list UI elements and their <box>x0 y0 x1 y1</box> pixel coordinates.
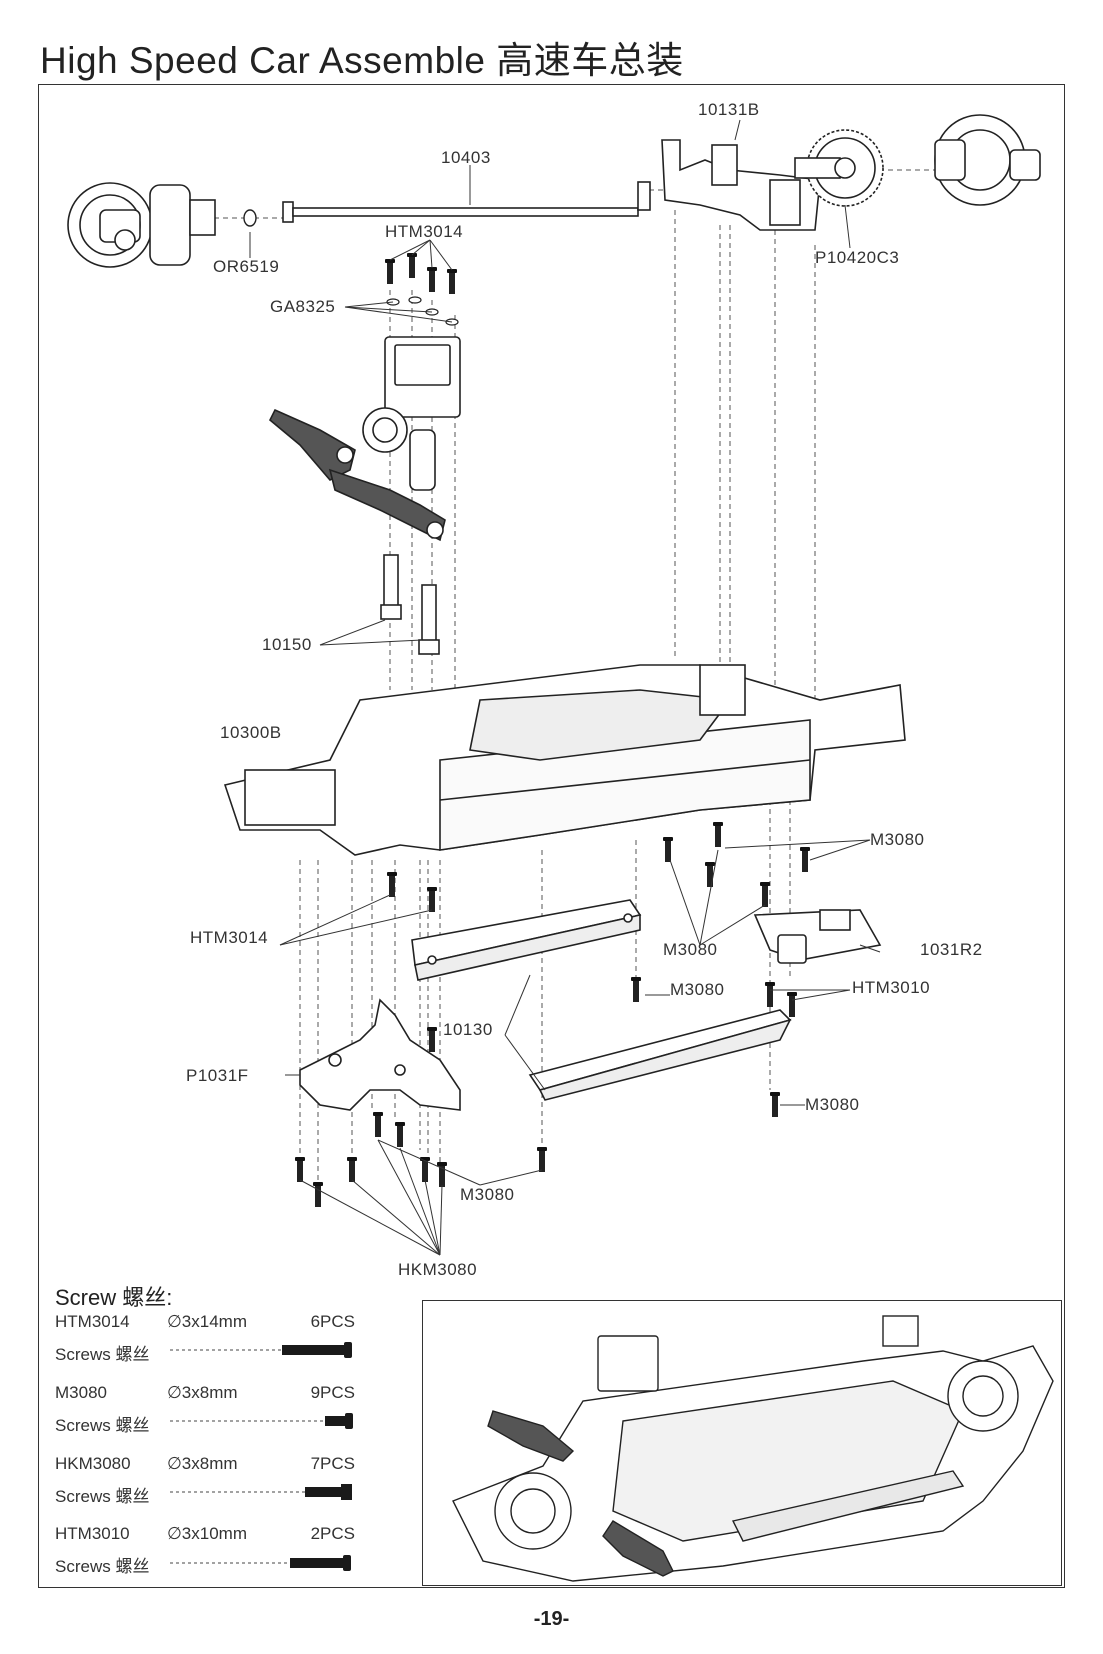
screw-size: ∅3x8mm <box>167 1383 238 1402</box>
diagram-frame <box>38 84 1065 1588</box>
screw-size: ∅3x10mm <box>167 1524 247 1543</box>
label-p1031f: P1031F <box>186 1066 249 1085</box>
screw-code: M3080 <box>55 1383 107 1402</box>
battery-strap-lower <box>528 1009 792 1101</box>
label-m3080-bottom-right: M3080 <box>805 1095 859 1114</box>
htm3014-top-screws <box>385 253 457 294</box>
label-m3080-center: M3080 <box>663 940 717 959</box>
label-leader-lines <box>249 119 881 1256</box>
screw-size: ∅3x8mm <box>167 1454 238 1473</box>
spur-gear <box>794 129 884 207</box>
screw-qty: 6PCS <box>310 1312 355 1331</box>
servo-steering-assembly <box>269 336 461 542</box>
rear-differential <box>67 182 216 268</box>
drive-shaft <box>282 181 651 223</box>
label-m3080-bottom: M3080 <box>460 1185 514 1204</box>
page-number: -19- <box>533 1608 570 1630</box>
chassis-10300b <box>223 664 906 856</box>
label-1031r2: 1031R2 <box>920 940 983 959</box>
screw-list-heading: Screw 螺丝: <box>55 1285 173 1310</box>
screw-size: ∅3x14mm <box>167 1312 247 1331</box>
label-m3080-right: M3080 <box>870 830 924 849</box>
screw-qty: 7PCS <box>310 1454 355 1473</box>
screw-code: HTM3014 <box>55 1312 130 1331</box>
label-10403: 10403 <box>441 148 491 167</box>
label-m3080-lower: M3080 <box>670 980 724 999</box>
screw-kind: Screws 螺丝 <box>55 1487 150 1506</box>
page-title: High Speed Car Assemble 高速车总装 <box>40 40 684 81</box>
battery-strap-upper <box>411 899 642 981</box>
screw-kind: Screws 螺丝 <box>55 1416 150 1435</box>
front-differential <box>934 114 1041 206</box>
label-hkm3080: HKM3080 <box>398 1260 477 1279</box>
screw-qty: 2PCS <box>310 1524 355 1543</box>
front-plate-p1031f <box>299 998 461 1111</box>
label-htm3014-top: HTM3014 <box>385 222 463 241</box>
completed-assembly-inset <box>422 1300 1062 1586</box>
label-10131b: 10131B <box>698 100 760 119</box>
ga8325-washers <box>386 296 459 326</box>
screw-qty: 9PCS <box>310 1383 355 1402</box>
gear-bracket <box>661 139 821 231</box>
label-10300b: 10300B <box>220 723 282 742</box>
screw-kind: Screws 螺丝 <box>55 1345 150 1364</box>
label-p10420c3: P10420C3 <box>815 248 899 267</box>
screw-code: HTM3010 <box>55 1524 130 1543</box>
label-or6519: OR6519 <box>213 257 279 276</box>
label-ga8325: GA8325 <box>270 297 335 316</box>
label-htm3010: HTM3010 <box>852 978 930 997</box>
rear-mount-1031r2 <box>753 909 882 964</box>
label-htm3014-mid: HTM3014 <box>190 928 268 947</box>
label-10130: 10130 <box>443 1020 493 1039</box>
screw-code: HKM3080 <box>55 1454 131 1473</box>
completed-assembly-illustration <box>452 1315 1054 1582</box>
screw-kind: Screws 螺丝 <box>55 1557 150 1576</box>
label-10150: 10150 <box>262 635 312 654</box>
or6519-ring <box>243 209 257 227</box>
posts-10150 <box>380 554 440 655</box>
